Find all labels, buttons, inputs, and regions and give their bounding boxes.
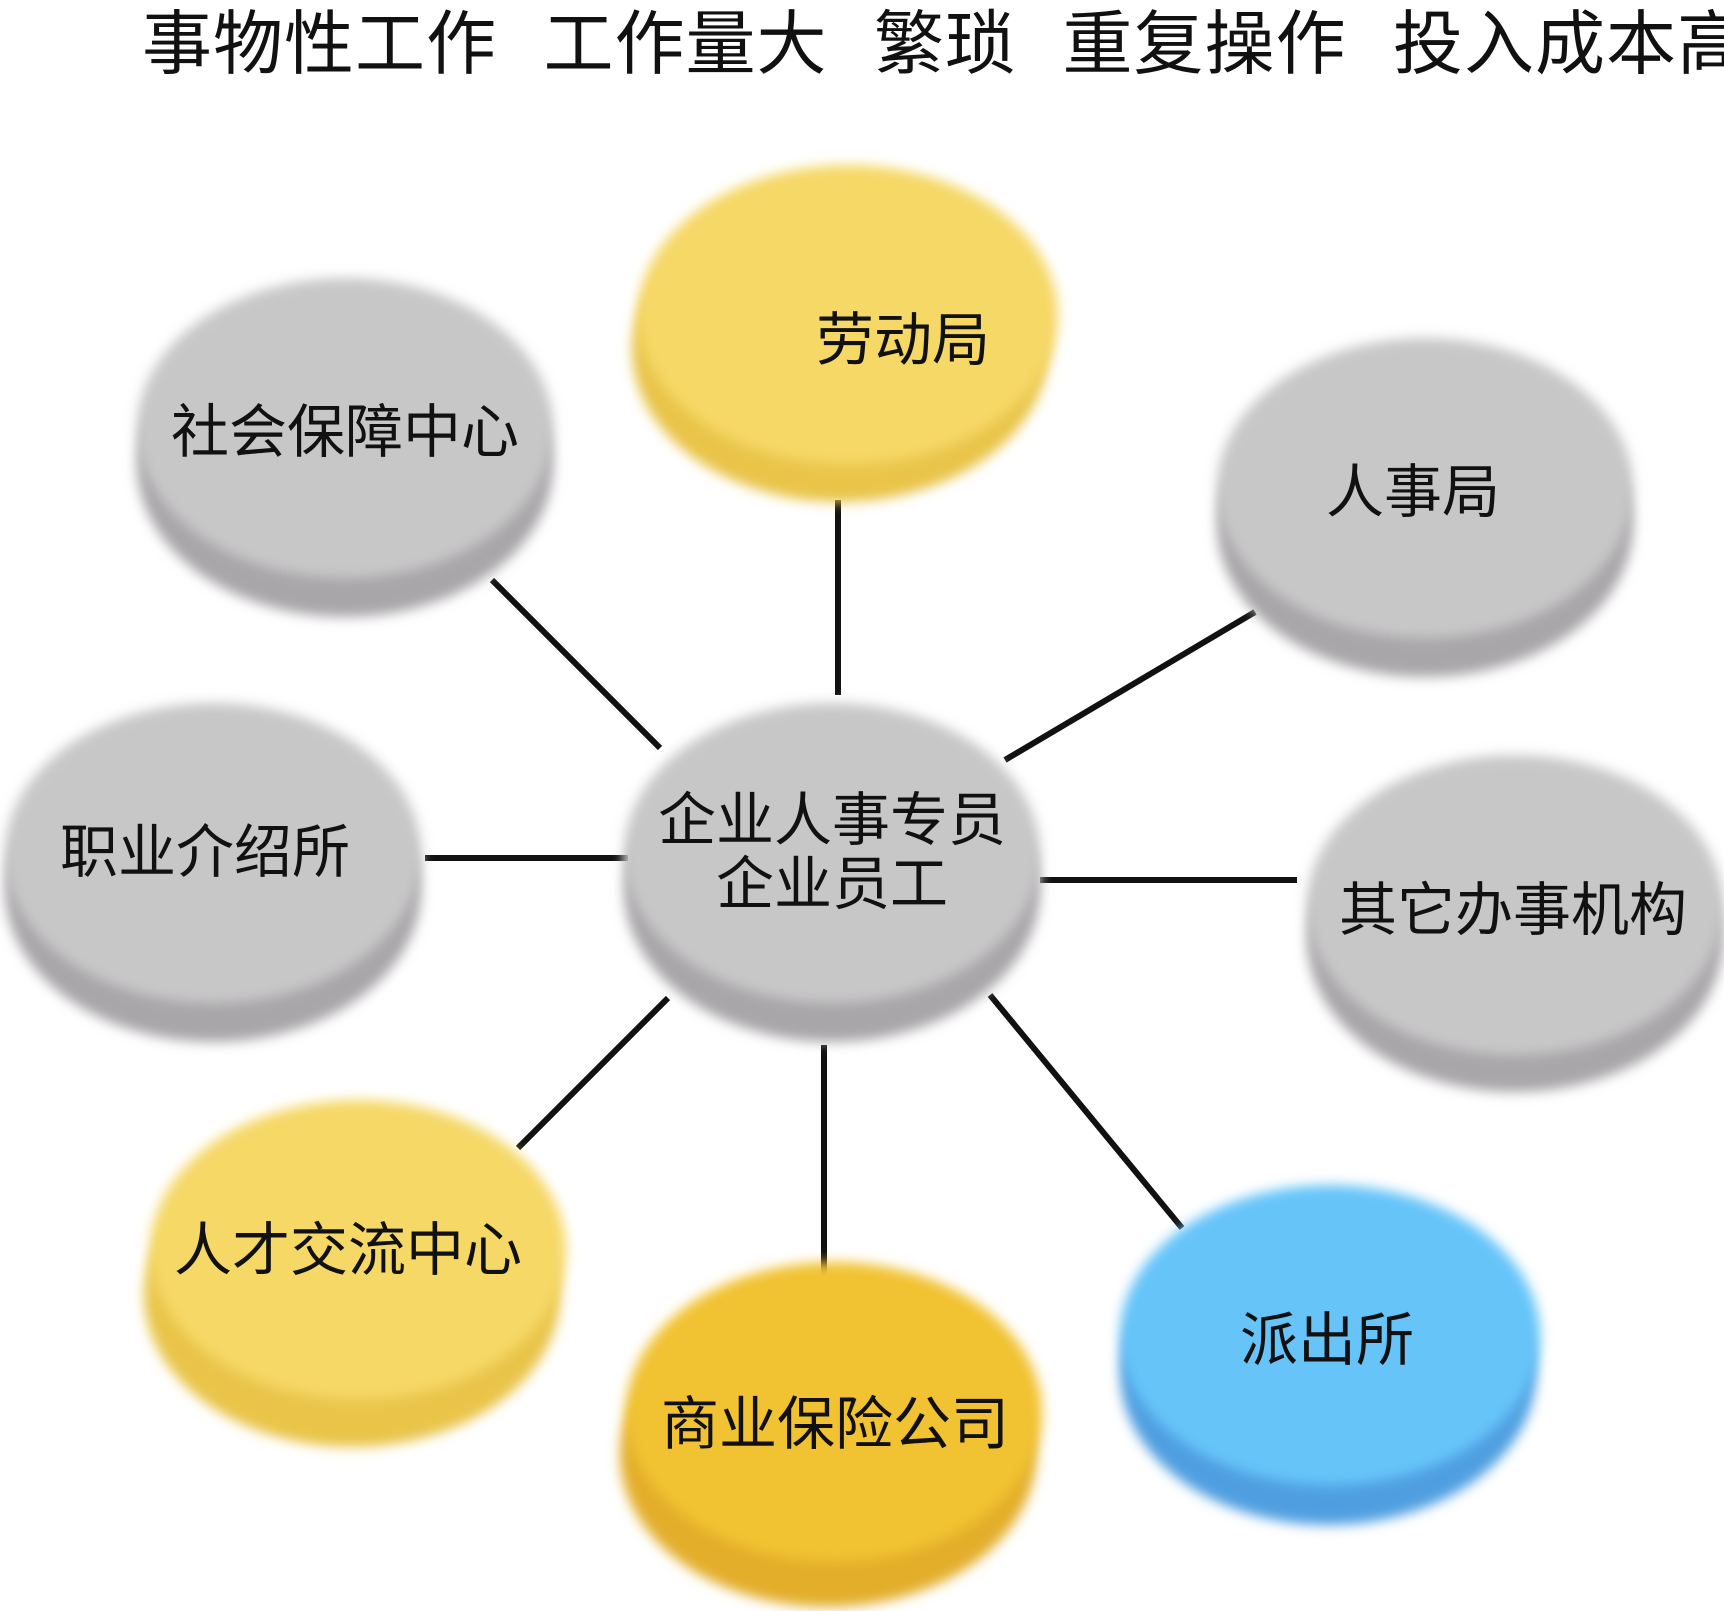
node-label-other-agencies: 其它办事机构 [1339, 876, 1687, 944]
page-title: 事物性工作 工作量大 繁琐 重复操作 投入成本高 [142, 3, 1724, 85]
node-other-agencies: 其它办事机构 [1307, 755, 1723, 1092]
node-labor-bureau: 劳动局 [632, 165, 1058, 502]
node-talent-exchange: 人才交流中心 [144, 1100, 566, 1447]
node-label-labor-bureau: 劳动局 [816, 306, 990, 374]
node-label-talent-exchange: 人才交流中心 [174, 1216, 522, 1284]
connector-personnel-bureau [1003, 609, 1257, 763]
connector-talent-exchange [515, 995, 671, 1151]
node-label-job-agency: 职业介绍所 [60, 818, 350, 886]
node-label-social-security: 社会保障中心 [171, 398, 519, 466]
node-commercial-insurance: 商业保险公司 [620, 1262, 1042, 1607]
node-personnel-bureau: 人事局 [1217, 338, 1633, 677]
center-label-line2: 企业员工 [716, 850, 948, 918]
center-label-line1: 企业人事专员 [658, 786, 1006, 854]
node-job-agency: 职业介绍所 [5, 703, 421, 1042]
connector-lines [425, 500, 1297, 1275]
node-label-police-station: 派出所 [1240, 1306, 1414, 1374]
node-label-personnel-bureau: 人事局 [1326, 458, 1500, 526]
connector-police-station [987, 993, 1185, 1230]
connector-social-security [489, 577, 663, 751]
node-social-security: 社会保障中心 [137, 278, 553, 617]
node-center: 企业人事专员 企业员工 [624, 703, 1040, 1042]
node-label-commercial-insurance: 商业保险公司 [661, 1390, 1009, 1458]
node-police-station: 派出所 [1120, 1185, 1540, 1525]
